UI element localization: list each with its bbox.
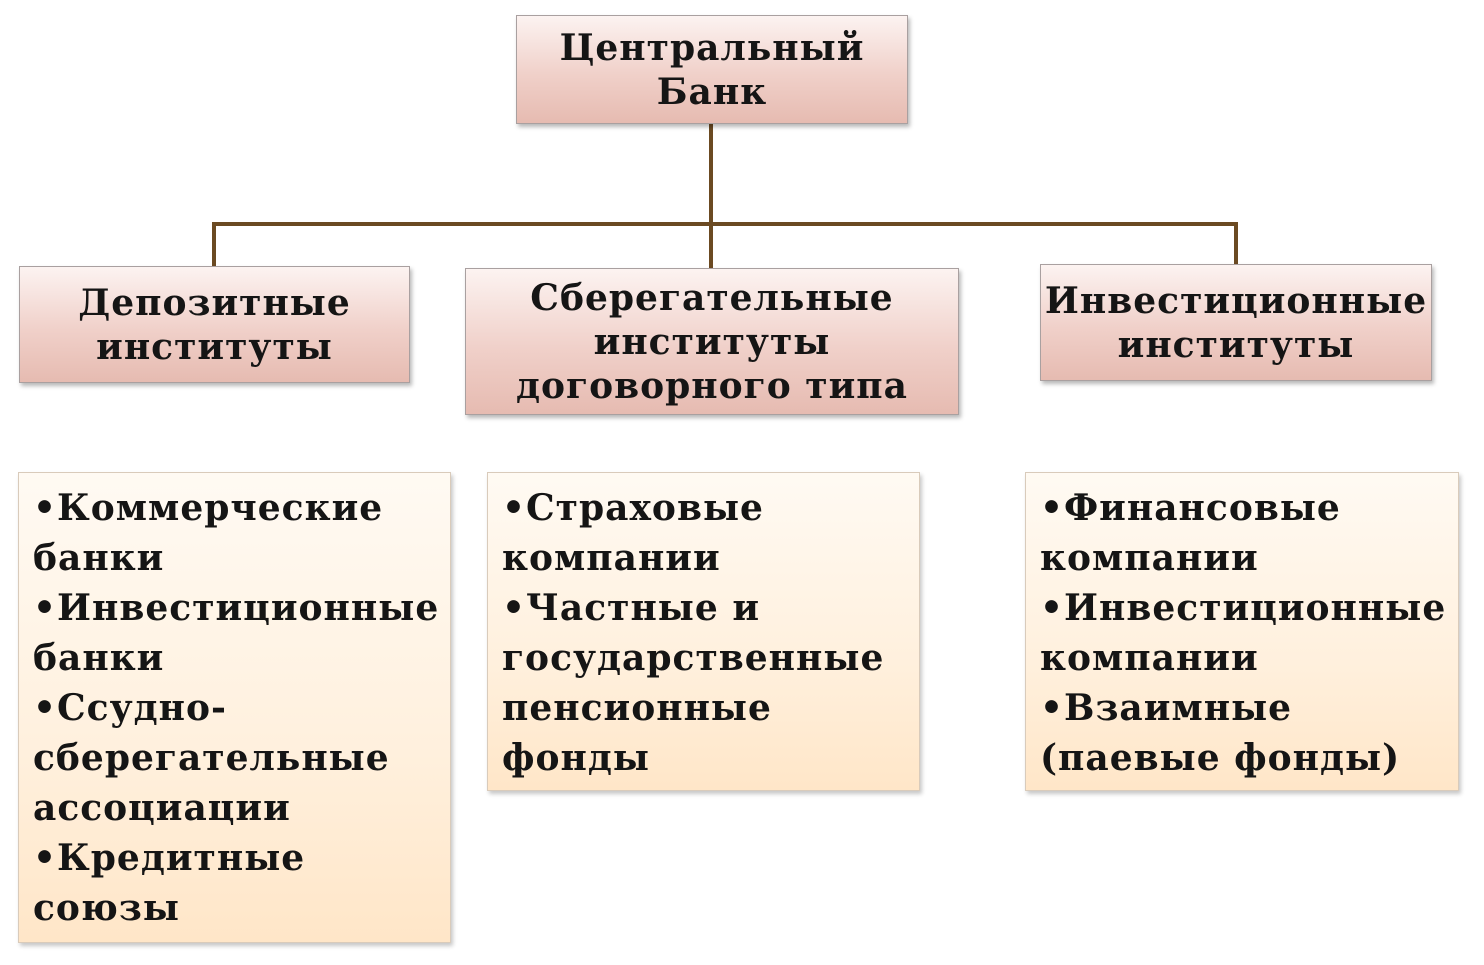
central-bank-node: Центральный Банк [516, 15, 908, 124]
list-item: Коммерческие банки [33, 483, 450, 583]
list-item: Ссудно- сберегательные ассоциации [33, 683, 450, 833]
investment-institutions-list: Финансовые компании Инвестиционные компа… [1025, 472, 1459, 791]
list-item: Частные и государственные пенсионные фон… [502, 583, 919, 783]
deposit-institutions-list: Коммерческие банки Инвестиционные банки … [18, 472, 451, 943]
list-item: Финансовые компании [1040, 483, 1458, 583]
deposit-institutions-label: Депозитные институты [78, 281, 351, 368]
investment-institutions-node: Инвестиционные институты [1040, 264, 1432, 381]
central-bank-label: Центральный Банк [559, 26, 865, 113]
deposit-institutions-node: Депозитные институты [19, 266, 410, 383]
contractual-savings-institutions-node: Сберегательные институты договорного тип… [465, 268, 959, 415]
list-item: Инвестиционные банки [33, 583, 450, 683]
contractual-savings-institutions-label: Сберегательные институты договорного тип… [516, 276, 908, 407]
list-item: Страховые компании [502, 483, 919, 583]
contractual-savings-institutions-list: Страховые компании Частные и государстве… [487, 472, 920, 791]
list-item: Кредитные союзы [33, 833, 450, 933]
list-item: Инвестиционные компании [1040, 583, 1458, 683]
list-item: Взаимные (паевые фонды) [1040, 683, 1458, 783]
investment-institutions-label: Инвестиционные институты [1044, 279, 1428, 366]
